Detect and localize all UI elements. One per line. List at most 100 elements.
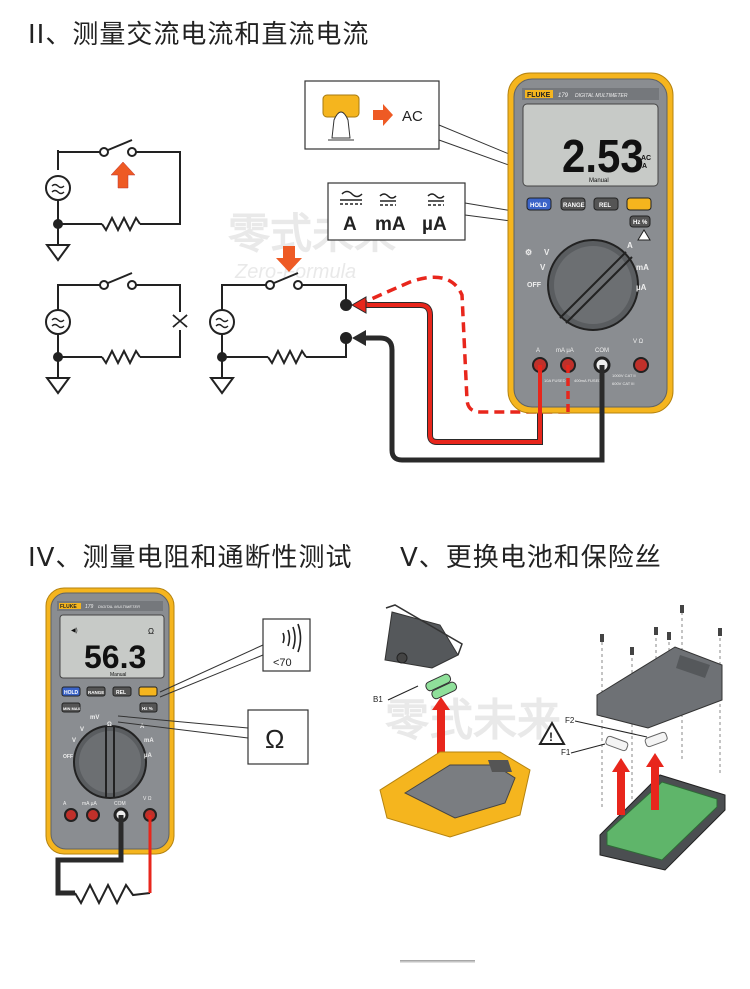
model-label: 179 (558, 93, 569, 99)
svg-text:MIN MAX: MIN MAX (63, 706, 81, 711)
section-title-battery-fuse: V、更换电池和保险丝 (400, 543, 662, 573)
svg-text:V: V (544, 248, 550, 257)
multimeter-bottom: FLUKE 179 DIGITAL MULTIMETER ◀) 56.3 Ω M… (45, 587, 175, 855)
svg-text:V: V (80, 727, 84, 733)
callout-current-modes: A mA µA (327, 182, 626, 241)
fuse1-label: F1 (561, 748, 571, 757)
svg-text:179: 179 (85, 604, 94, 610)
callout-ohm: Ω (117, 709, 309, 765)
fuse2-label: F2 (565, 716, 575, 725)
lcd-unit-ohm: Ω (148, 627, 154, 636)
svg-text:◀): ◀) (71, 628, 78, 634)
svg-text:1000V CAT II: 1000V CAT II (612, 373, 636, 378)
circuit-broken (45, 272, 188, 395)
svg-text:V: V (540, 263, 546, 272)
svg-text:HOLD: HOLD (64, 690, 79, 696)
svg-text:Manual: Manual (110, 672, 126, 678)
svg-text:⚙: ⚙ (525, 248, 532, 257)
footer-divider (400, 960, 475, 963)
brand-label: FLUKE (527, 92, 551, 99)
arrow-down-icon (276, 246, 302, 272)
mode-a: A (343, 214, 357, 235)
svg-text:V: V (72, 738, 76, 744)
svg-text:HOLD: HOLD (530, 203, 548, 209)
circuit-closed-switch (45, 139, 181, 262)
warning-icon (637, 229, 651, 241)
rel-button-bottom[interactable] (112, 686, 132, 697)
svg-text:A: A (536, 348, 540, 354)
lcd-reading-bottom: 56.3 (84, 639, 146, 675)
svg-text:RANGE: RANGE (88, 690, 104, 695)
svg-text:COM: COM (595, 348, 609, 354)
svg-text:Hz %: Hz % (633, 220, 648, 226)
lcd-unit-ac: AC (641, 155, 651, 162)
svg-text:OFF: OFF (63, 754, 73, 760)
mode-ua: µA (422, 214, 447, 235)
svg-text:A: A (63, 801, 67, 807)
hz-button-bottom[interactable] (139, 702, 158, 713)
fuse-icons (605, 731, 668, 752)
fuse-replacement-illustration: F1 F2 (561, 605, 726, 871)
hz-button[interactable] (629, 215, 651, 228)
battery-icon (425, 673, 458, 700)
svg-text:A: A (140, 724, 145, 730)
svg-text:Hz %: Hz % (142, 706, 153, 711)
watermark-en: Zero-Formula (234, 261, 356, 283)
svg-text:600V CAT III: 600V CAT III (612, 381, 635, 386)
range-button[interactable] (560, 197, 586, 211)
yellow-function-button-bottom[interactable] (138, 686, 158, 697)
ac-label: AC (402, 108, 423, 125)
black-probe-wire-com (358, 335, 605, 463)
continuity-threshold: <70 (273, 657, 292, 669)
red-probe-wire-ma (357, 275, 570, 414)
section-title-ac-dc: II、测量交流电流和直流电流 (28, 20, 370, 50)
model-desc: DIGITAL MULTIMETER (575, 93, 628, 99)
brand-label-bottom: FLUKE (60, 604, 77, 610)
jack-ma-ua-bottom[interactable] (86, 808, 100, 822)
arrow-up-icon (110, 161, 136, 189)
callout-continuity: <70 (159, 618, 311, 698)
minmax-button[interactable] (61, 702, 81, 713)
svg-text:10A FUSED: 10A FUSED (544, 378, 566, 383)
svg-text:OFF: OFF (527, 282, 542, 289)
svg-text:V Ω: V Ω (633, 339, 644, 345)
svg-text:mA: mA (144, 738, 154, 744)
resistance-circuit (55, 815, 152, 906)
probe-wires (350, 275, 605, 463)
svg-text:COM: COM (114, 801, 126, 807)
svg-text:mA: mA (636, 263, 649, 272)
svg-text:REL: REL (599, 203, 611, 209)
mode-ma: mA (375, 214, 406, 235)
svg-text:400mA FUSED: 400mA FUSED (574, 378, 601, 383)
svg-text:mV: mV (90, 715, 99, 721)
jack-a-bottom[interactable] (64, 808, 78, 822)
battery-replacement-illustration: B1 (373, 604, 531, 838)
range-button-bottom[interactable] (86, 686, 106, 697)
svg-text:V Ω: V Ω (143, 796, 152, 802)
rel-button[interactable] (593, 197, 619, 211)
ohm-symbol: Ω (265, 724, 284, 754)
svg-text:REL: REL (116, 690, 126, 696)
hold-button[interactable] (526, 197, 552, 211)
multimeter-top: FLUKE 179 DIGITAL MULTIMETER 2.53 AC A M… (507, 72, 674, 414)
section-title-resistance: IV、测量电阻和通断性测试 (28, 543, 353, 573)
callout-ac-button: AC (304, 80, 621, 206)
svg-text:Ω: Ω (107, 722, 112, 728)
svg-text:DIGITAL MULTIMETER: DIGITAL MULTIMETER (98, 604, 140, 609)
yellow-function-button[interactable] (626, 197, 652, 211)
svg-text:mA µA: mA µA (82, 801, 97, 807)
svg-text:µA: µA (144, 753, 152, 759)
jack-v-ohm[interactable] (633, 357, 649, 373)
continuity-beeper-icon (282, 623, 302, 653)
warning-triangle-icon: ! (538, 720, 566, 745)
insert-arrow-battery (437, 707, 445, 767)
svg-text:零式未来: 零式未来 (385, 696, 561, 745)
arrow-right-icon (373, 104, 393, 126)
hold-button-bottom[interactable] (61, 686, 81, 697)
svg-text:RANGE: RANGE (563, 203, 585, 209)
circuit-measuring (209, 272, 352, 395)
svg-text:µA: µA (636, 283, 647, 292)
lcd-unit-a: A (642, 163, 647, 170)
lcd-mode: Manual (589, 178, 609, 184)
